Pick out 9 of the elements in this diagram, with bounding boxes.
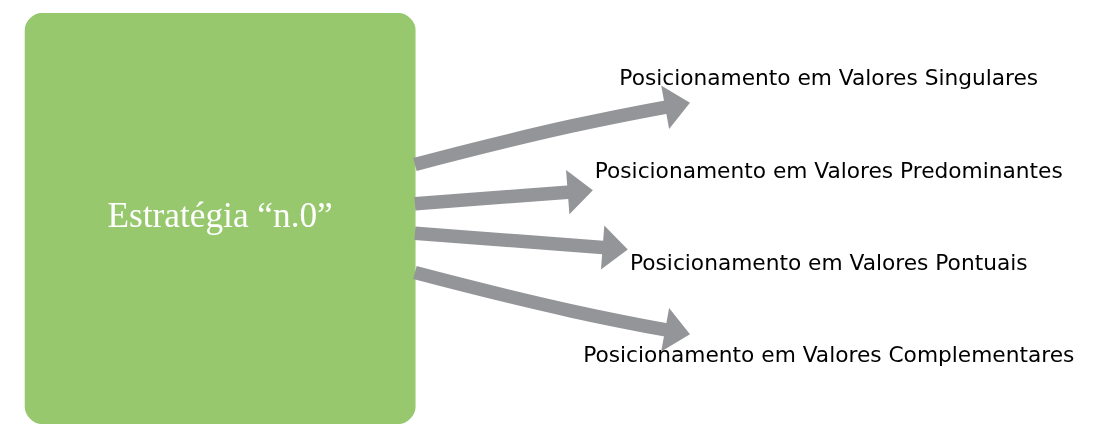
arrow <box>413 170 593 215</box>
node-box: Estratégia “n.0” <box>24 12 416 425</box>
arrow <box>413 225 628 270</box>
node-text: Posicionamento em Valores Complementares <box>582 342 1074 368</box>
arrow <box>412 265 690 352</box>
node-text: Posicionamento em Valores Singulares <box>618 65 1038 91</box>
node-text: Posicionamento em Valores Predominantes <box>594 157 1063 183</box>
node-text: Posicionamento em Valores Pontuais <box>629 249 1028 275</box>
arrow <box>412 85 690 172</box>
